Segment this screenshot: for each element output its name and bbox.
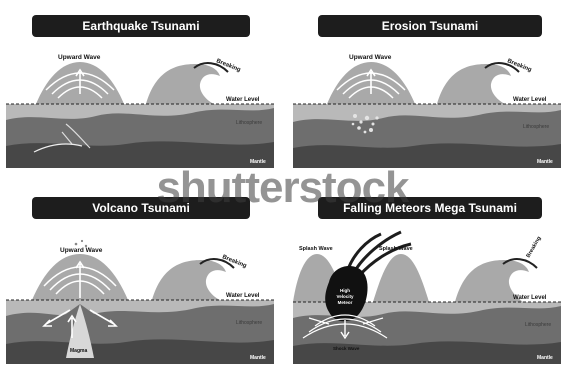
label-water-level: Water Level bbox=[226, 293, 260, 299]
label-lithosphere: Lithosphere bbox=[236, 320, 262, 326]
meteor-tsunami-diagram: Splash Wave Splash Wave High Velocity Me… bbox=[293, 226, 561, 364]
label-upward-wave: Upward Wave bbox=[60, 247, 103, 254]
label-lithosphere: Lithosphere bbox=[525, 322, 551, 328]
label-shock-wave: Shock Wave bbox=[333, 346, 360, 351]
label-lithosphere: Lithosphere bbox=[523, 124, 549, 130]
label-upward-wave: Upward Wave bbox=[58, 54, 101, 61]
label-splash-wave-right: Splash Wave bbox=[379, 246, 413, 252]
label-water-level: Water Level bbox=[513, 295, 547, 301]
label-upward-wave: Upward Wave bbox=[349, 54, 392, 61]
label-splash-wave-left: Splash Wave bbox=[299, 246, 333, 252]
label-mantle: Mantle bbox=[250, 355, 266, 361]
panel-title: Erosion Tsunami bbox=[318, 15, 542, 37]
label-magma: Magma bbox=[70, 348, 87, 354]
erosion-tsunami-diagram: Upward Wave Breaking Water Level Lithosp… bbox=[293, 50, 561, 168]
label-meteor-line3: Meteor bbox=[338, 300, 353, 305]
label-lithosphere: Lithosphere bbox=[236, 120, 262, 126]
mantle-layer bbox=[293, 341, 561, 364]
panel-title: Earthquake Tsunami bbox=[32, 15, 250, 37]
earthquake-tsunami-diagram: Upward Wave Breaking Water Level Lithosp… bbox=[6, 50, 274, 168]
label-water-level: Water Level bbox=[513, 97, 547, 103]
watermark: shutterstock bbox=[0, 163, 565, 213]
label-meteor-line2: Velocity bbox=[336, 294, 354, 299]
label-mantle: Mantle bbox=[537, 355, 553, 361]
mantle-layer bbox=[6, 339, 274, 364]
volcano-tsunami-diagram: Upward Wave Breaking Water Level Lithosp… bbox=[6, 238, 274, 364]
label-water-level: Water Level bbox=[226, 97, 260, 103]
label-meteor-line1: High bbox=[340, 288, 350, 293]
